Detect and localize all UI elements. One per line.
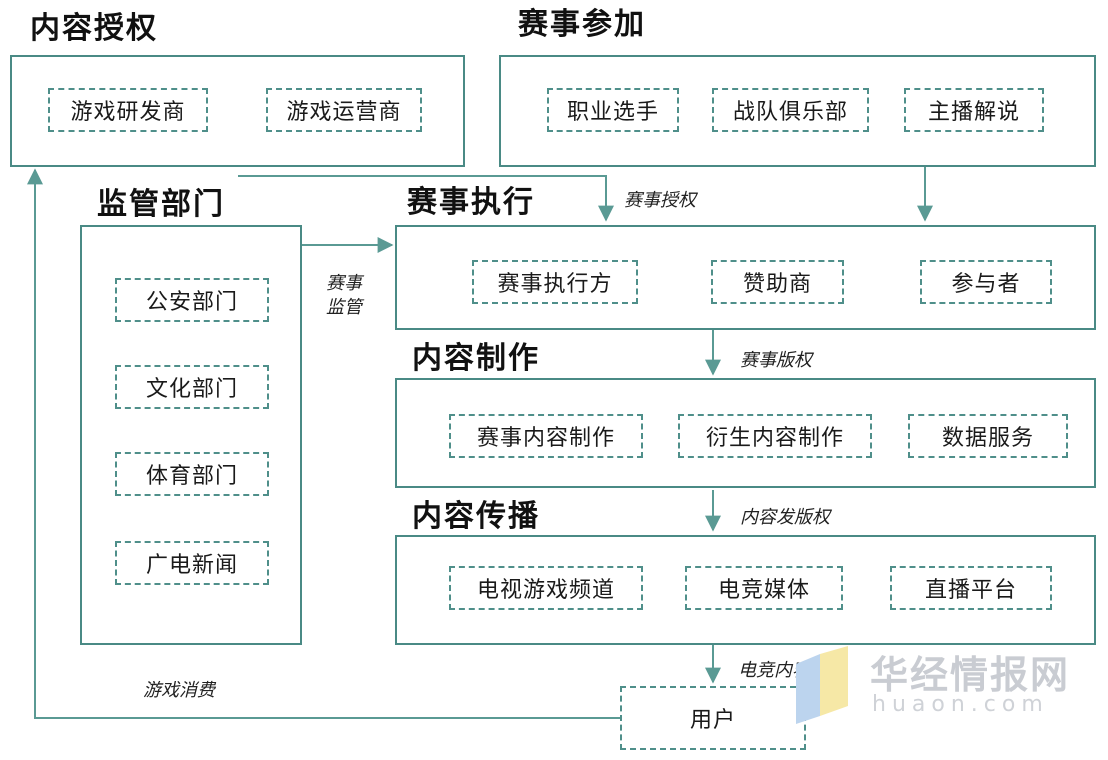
item-streamer-commentator: 主播解说	[904, 88, 1044, 132]
item-user: 用户	[620, 686, 806, 750]
heading-content-auth: 内容授权	[30, 11, 158, 46]
watermark-name: 华经情报网	[870, 653, 1071, 697]
item-event-executor: 赛事执行方	[472, 260, 638, 304]
huaon-logo-icon	[796, 646, 848, 724]
item-sports-dept: 体育部门	[115, 452, 269, 496]
label-event-copyright: 赛事版权	[740, 350, 812, 371]
item-tv-game-channel: 电视游戏频道	[449, 566, 643, 610]
item-game-developer: 游戏研发商	[48, 88, 208, 132]
item-derivative-content-prod: 衍生内容制作	[678, 414, 872, 458]
item-data-services: 数据服务	[908, 414, 1068, 458]
item-esports-media: 电竞媒体	[685, 566, 843, 610]
label-content-publish-rights: 内容发版权	[740, 507, 830, 528]
item-game-operator: 游戏运营商	[266, 88, 422, 132]
item-public-security: 公安部门	[115, 278, 269, 322]
item-broadcast-news: 广电新闻	[115, 541, 269, 585]
label-event-supervision-line2: 监管	[326, 297, 362, 318]
item-live-platform: 直播平台	[890, 566, 1052, 610]
watermark-url: huaon.com	[872, 692, 1049, 717]
heading-regulator: 监管部门	[97, 187, 225, 222]
watermark: 华经情报网 huaon.com	[790, 640, 1080, 730]
heading-event-exec: 赛事执行	[407, 185, 535, 220]
item-participant: 参与者	[920, 260, 1052, 304]
label-event-supervision: 赛事 监管	[326, 272, 362, 320]
item-culture-dept: 文化部门	[115, 365, 269, 409]
label-game-consumption: 游戏消费	[143, 680, 215, 701]
heading-content-prod: 内容制作	[412, 341, 540, 376]
label-event-auth: 赛事授权	[624, 190, 696, 211]
item-pro-player: 职业选手	[547, 88, 679, 132]
heading-event-participate: 赛事参加	[518, 7, 646, 42]
item-event-content-prod: 赛事内容制作	[449, 414, 643, 458]
item-team-club: 战队俱乐部	[712, 88, 869, 132]
heading-content-dist: 内容传播	[412, 499, 540, 534]
label-event-supervision-line1: 赛事	[326, 273, 362, 294]
item-sponsor: 赞助商	[711, 260, 844, 304]
